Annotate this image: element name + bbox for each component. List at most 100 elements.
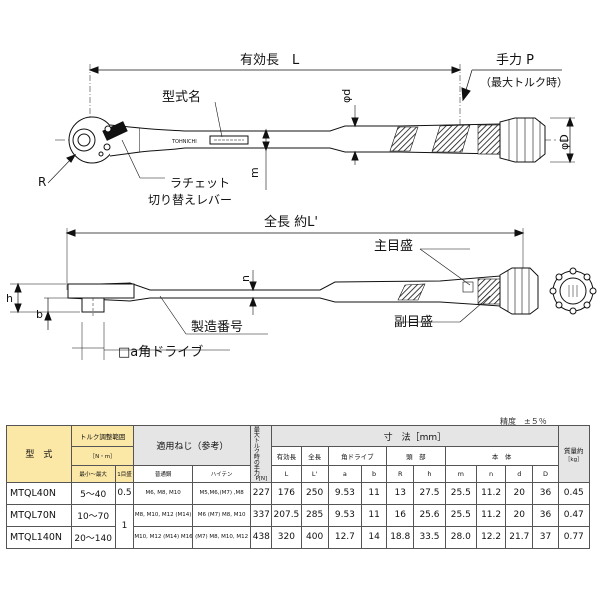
- cell-m: 25.5: [444, 481, 477, 505]
- cell-b: 11: [361, 503, 388, 527]
- header-applicable-thread: 適用ねじ（参考）: [133, 424, 252, 467]
- header-model: 型 式: [6, 425, 72, 483]
- top-view: [47, 64, 575, 190]
- header-mass: 質量約［kg］: [557, 425, 591, 483]
- total-length-label: 全長 約L': [264, 214, 318, 230]
- cell-mass: 0.77: [557, 525, 591, 549]
- cell-n: 12.2: [475, 525, 507, 549]
- phi-D-label: φD: [558, 134, 571, 150]
- cell-L: 176: [271, 481, 302, 505]
- n-label: n: [239, 275, 252, 282]
- cell-L: 320: [271, 525, 302, 549]
- header-effective-length: 有効長: [271, 446, 302, 467]
- header-unit-nm: ［N・m］: [70, 446, 135, 467]
- cell-R: 13: [386, 481, 415, 505]
- cell-Lp: 285: [300, 503, 329, 527]
- serial-number-label: 製造番号: [191, 320, 243, 335]
- sub-scale-label: 副目盛: [394, 315, 433, 330]
- cell-b: 14: [361, 525, 388, 549]
- header-head: 頭 部: [386, 446, 446, 467]
- cell-R: 18.8: [386, 525, 415, 549]
- cell-Lp: 250: [300, 481, 329, 505]
- max-torque-note: （最大トルク時）: [480, 75, 568, 89]
- cell-m: 28.0: [444, 525, 477, 549]
- cell-h: 33.5: [413, 525, 446, 549]
- cell-L: 207.5: [271, 503, 302, 527]
- table-row: MTQL40N 5〜40 0.5 M6, M8, M10 M5,M6,(M7) …: [6, 481, 591, 505]
- header-col-L: L: [271, 465, 302, 483]
- cell-normal-steel: M6, M8, M10: [133, 481, 193, 505]
- effective-length-label: 有効長 L: [240, 53, 300, 68]
- main-scale-label: 主目盛: [374, 239, 413, 254]
- cell-D: 36: [532, 481, 559, 505]
- cell-hand-force: 438: [250, 525, 273, 549]
- table-row: MTQL140N 20〜140 M10, M12 (M14) M16 (M7) …: [6, 525, 591, 549]
- cell-model: MTQL140N: [6, 525, 72, 549]
- cell-high-tension: M6 (M7) M8, M10: [191, 503, 252, 527]
- cell-a: 9.53: [327, 481, 363, 505]
- precision-note: 精度 ±５％: [500, 417, 547, 426]
- cell-a: 9.53: [327, 503, 363, 527]
- header-col-a: a: [327, 465, 363, 483]
- header-col-R: R: [386, 465, 415, 483]
- header-col-h: h: [413, 465, 446, 483]
- wrench-technical-drawing: 有効長 L 手力 P （最大トルク時） 型式名 φd φD m R ラチェット …: [6, 53, 597, 360]
- tool-marking: TOHNICHI: [171, 139, 197, 145]
- cell-b: 11: [361, 481, 388, 505]
- cell-graduation: 1: [114, 503, 135, 549]
- cell-graduation: 0.5: [114, 481, 135, 505]
- hand-force-label: 手力 P: [496, 53, 534, 68]
- cell-h: 27.5: [413, 481, 446, 505]
- side-view: [10, 228, 597, 360]
- cell-a: 12.7: [327, 525, 363, 549]
- model-name-label: 型式名: [162, 89, 201, 105]
- cell-d: 21.7: [505, 525, 534, 549]
- header-col-n: n: [475, 465, 507, 483]
- cell-Lp: 400: [300, 525, 329, 549]
- table-row: MTQL70N 10〜70 1 M8, M10, M12 (M14) M6 (M…: [6, 503, 591, 549]
- header-col-m: m: [444, 465, 477, 483]
- header-col-b: b: [361, 465, 388, 483]
- cell-m: 25.5: [444, 503, 477, 527]
- cell-model: MTQL70N: [6, 503, 72, 527]
- cell-hand-force: 337: [250, 503, 273, 527]
- cell-mass: 0.45: [557, 481, 591, 505]
- cell-n: 11.2: [475, 503, 507, 527]
- header-normal-steel: 普通鋼: [133, 465, 193, 483]
- header-col-d: d: [505, 465, 534, 483]
- header-high-tension: ハイテン: [191, 465, 252, 483]
- header-torque-range: トルク調整範囲: [70, 424, 135, 448]
- cell-D: 36: [532, 503, 559, 527]
- cell-range: 10〜70: [70, 503, 116, 527]
- header-body: 本 体: [444, 446, 559, 467]
- cell-model: MTQL40N: [6, 481, 72, 505]
- phi-d-label: φd: [340, 89, 353, 103]
- b-label: b: [36, 308, 43, 321]
- header-total-length: 全長: [300, 446, 329, 467]
- square-drive-label: □a角ドライブ: [118, 344, 203, 360]
- cell-high-tension: M5,M6,(M7) ,M8: [191, 481, 252, 505]
- cell-d: 20: [505, 481, 534, 505]
- cell-normal-steel: M10, M12 (M14) M16: [133, 525, 193, 549]
- header-square-drive: 角ドライブ: [327, 446, 388, 467]
- R-label: R: [38, 175, 46, 189]
- cell-R: 16: [386, 503, 415, 527]
- cell-D: 37: [532, 525, 559, 549]
- h-label: h: [6, 292, 13, 305]
- cell-h: 25.6: [413, 503, 446, 527]
- header-col-D: D: [532, 465, 559, 483]
- header-min-max: 最小～最大: [70, 465, 116, 483]
- ratchet-lever-label-1: ラチェット: [170, 176, 230, 190]
- header-graduation: 1目盛: [114, 465, 135, 483]
- cell-mass: 0.47: [557, 503, 591, 527]
- cell-high-tension: (M7) M8, M10, M12: [191, 525, 252, 549]
- cell-n: 11.2: [475, 481, 507, 505]
- cell-d: 20: [505, 503, 534, 527]
- header-dimensions: 寸 法［mm］: [271, 424, 559, 448]
- cell-range: 20〜140: [70, 525, 116, 549]
- ratchet-lever-label-2: 切り替えレバー: [148, 193, 232, 207]
- cell-hand-force: 227: [250, 481, 273, 505]
- cell-range: 5〜40: [70, 481, 116, 505]
